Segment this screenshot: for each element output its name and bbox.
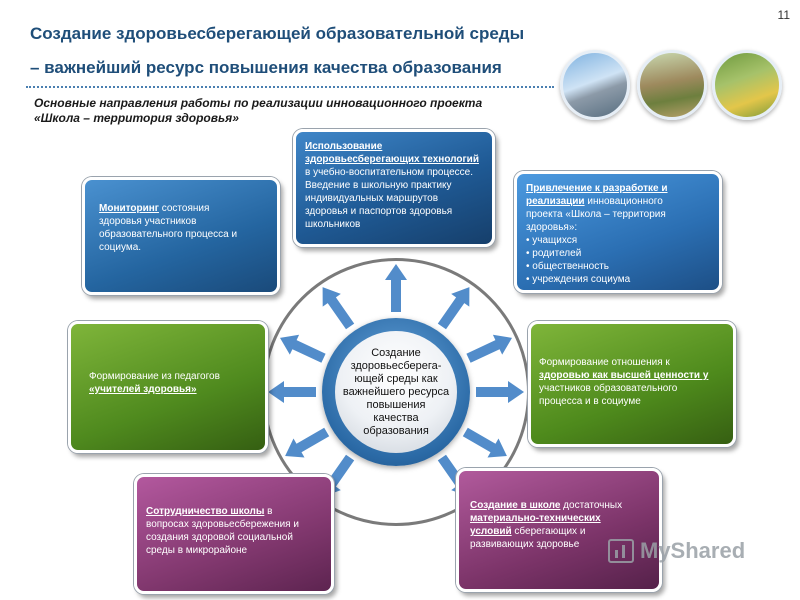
box-monitoring-line: социума. xyxy=(99,242,142,253)
title-divider xyxy=(26,86,554,88)
center-line: качества xyxy=(373,411,419,424)
radial-arrow xyxy=(322,287,355,330)
box-cooperation: Сотрудничество школы в вопросах здоровье… xyxy=(134,474,334,594)
box-involvement-line: • общественность xyxy=(526,261,609,272)
radial-arrow xyxy=(280,334,326,363)
box-health-value-line: Формирование отношения к xyxy=(539,357,670,368)
school-garden-photo xyxy=(712,50,782,120)
box-conditions-first-rest: достаточных xyxy=(560,500,623,511)
box-cooperation-line: создания здоровой социальной xyxy=(146,532,293,543)
box-monitoring: Мониторинг состояния здоровья участников… xyxy=(82,177,280,295)
subtitle-line-2: «Школа – территория здоровья» xyxy=(34,111,239,125)
box-monitoring-line: образовательного процесса и xyxy=(99,229,238,240)
slide-number: 11 xyxy=(777,8,790,22)
box-involvement-line: • родителей xyxy=(526,248,582,259)
center-line: ющей среды как xyxy=(354,372,438,385)
radial-arrow xyxy=(462,427,507,458)
box-conditions-first-line: Создание в школе достаточных xyxy=(470,499,648,512)
center-line: здоровьесберега- xyxy=(350,359,442,372)
center-line: важнейшего ресурса xyxy=(342,385,450,398)
box-conditions-third-line: условий сберегающих и xyxy=(470,525,648,538)
box-conditions: Создание в школе достаточных материально… xyxy=(456,468,662,592)
radial-arrow xyxy=(476,381,524,403)
box-involvement-line: проекта «Школа – территория xyxy=(526,209,666,220)
box-health-teachers: Формирование из педагогов «учителей здор… xyxy=(68,321,268,453)
box-health-teachers-line: Формирование из педагогов xyxy=(89,371,220,382)
box-health-value-line: участников образовательного xyxy=(539,383,678,394)
school-yard-photo xyxy=(637,50,707,120)
box-monitoring-first-rest: состояния xyxy=(158,203,210,214)
box-monitoring-heading: Мониторинг xyxy=(99,203,159,214)
watermark-text: MyShared xyxy=(640,538,746,563)
box-cooperation-first-rest: в xyxy=(264,506,273,517)
box-involvement: Привлечение к разработке и реализации ин… xyxy=(514,171,722,293)
box-health-teachers-heading: «учителей здоровья» xyxy=(89,384,197,395)
box-involvement-heading-1: Привлечение к разработке и xyxy=(526,183,668,194)
chart-icon xyxy=(608,539,634,563)
box-conditions-third-rest: сберегающих и xyxy=(511,526,586,537)
box-monitoring-line: здоровья участников xyxy=(99,216,197,227)
box-conditions-heading-1: Создание в школе xyxy=(470,500,561,511)
radial-arrow xyxy=(385,264,407,312)
center-text: Создание здоровьесберега- ющей среды как… xyxy=(342,347,450,438)
box-cooperation-line: среды в микрорайоне xyxy=(146,545,248,556)
box-involvement-line: • учреждения социума xyxy=(526,274,631,285)
center-line: Создание xyxy=(371,346,421,359)
center-line: образования xyxy=(363,424,429,437)
box-cooperation-heading: Сотрудничество школы xyxy=(146,506,265,517)
watermark: MyShared xyxy=(608,538,745,564)
box-conditions-heading-3: условий xyxy=(470,526,512,537)
box-involvement-heading-2: реализации xyxy=(526,196,585,207)
subtitle-line-1: Основные направления работы по реализаци… xyxy=(34,96,483,110)
box-technologies-line: индивидуальных маршрутов xyxy=(305,193,439,204)
box-technologies-line: в учебно-воспитательном процессе. xyxy=(305,167,473,178)
box-cooperation-line: вопросах здоровьесбережения и xyxy=(146,519,299,530)
box-technologies-line: Введение в школьную практику xyxy=(305,180,452,191)
title-line-2: – важнейший ресурс повышения качества об… xyxy=(30,58,502,77)
box-involvement-second-rest: инновационного xyxy=(584,196,663,207)
box-health-value: Формирование отношения к здоровью как вы… xyxy=(528,321,736,447)
box-health-value-line: процесса и в социуме xyxy=(539,396,641,407)
box-health-value-heading: здоровью как высшей ценности у xyxy=(539,370,709,381)
radial-arrow xyxy=(437,287,470,330)
box-technologies-line: школьников xyxy=(305,219,361,230)
box-involvement-line: • учащихся xyxy=(526,235,578,246)
title-line-1: Создание здоровьесберегающей образовател… xyxy=(30,24,525,43)
subtitle: Основные направления работы по реализаци… xyxy=(34,96,482,126)
box-technologies-heading-1: Использование xyxy=(305,141,383,152)
radial-arrow xyxy=(466,334,512,363)
box-monitoring-first-line: Мониторинг состояния xyxy=(99,202,263,215)
box-technologies-line: здоровья и паспортов здоровья xyxy=(305,206,453,217)
box-technologies: Использование здоровьесберегающих технол… xyxy=(293,129,495,247)
box-conditions-heading-2: материально-технических xyxy=(470,513,601,524)
box-involvement-line: здоровья»: xyxy=(526,222,578,233)
school-building-photo xyxy=(560,50,630,120)
box-cooperation-first-line: Сотрудничество школы в xyxy=(146,505,322,518)
radial-arrow xyxy=(285,427,330,458)
radial-arrow xyxy=(268,381,316,403)
center-line: повышения xyxy=(366,398,426,411)
box-involvement-second-line: реализации инновационного xyxy=(526,195,710,208)
center-circle: Создание здоровьесберега- ющей среды как… xyxy=(335,331,457,453)
box-technologies-heading-2: здоровьесберегающих технологий xyxy=(305,154,479,165)
box-conditions-line: развивающих здоровье xyxy=(470,539,580,550)
